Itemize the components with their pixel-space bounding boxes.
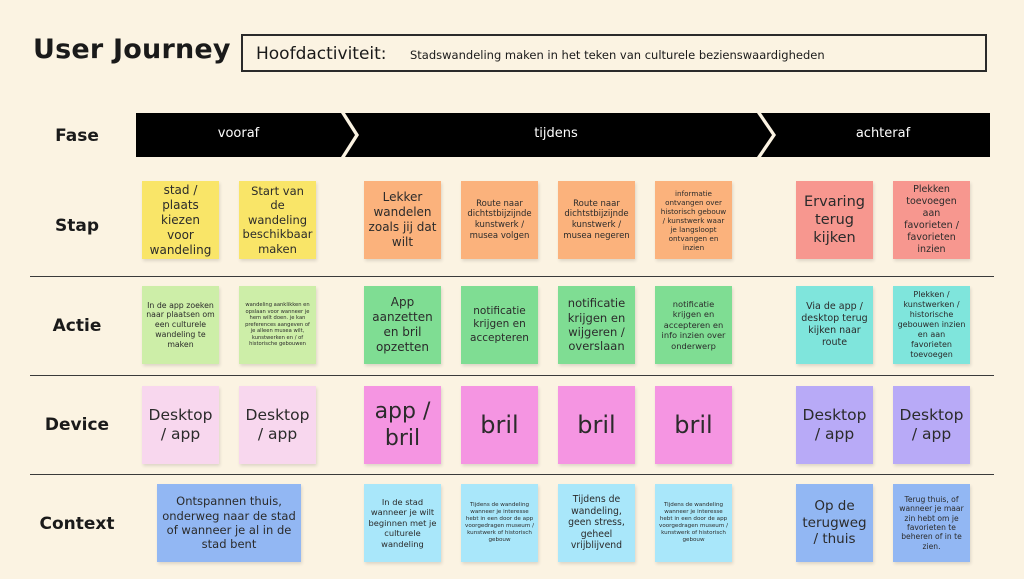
phase-label-vooraf: vooraf bbox=[217, 126, 260, 141]
sticky-note-device: bril bbox=[461, 386, 538, 464]
sticky-note-stap: stad / plaats kiezen voor wandeling bbox=[142, 181, 219, 259]
sticky-note-stap: Start van de wandeling beschikbaar maken bbox=[239, 181, 316, 259]
row-divider bbox=[30, 276, 994, 277]
sticky-note-actie: In de app zoeken naar plaatsen om een cu… bbox=[142, 286, 219, 364]
phase-arrow-vooraf bbox=[136, 113, 355, 157]
main-activity-box: Hoofdactiviteit: Stadswandeling maken in… bbox=[241, 34, 987, 72]
sticky-note-actie: notificatie krijgen en wijgeren / oversl… bbox=[558, 286, 635, 364]
row-label-context: Context bbox=[39, 514, 115, 534]
row-label-stap: Stap bbox=[54, 216, 99, 236]
sticky-note-actie: wandeling aanklikken en opslaan voor wan… bbox=[239, 286, 316, 364]
sticky-note-device: bril bbox=[655, 386, 732, 464]
sticky-note-stap: Ervaring terug kijken bbox=[796, 181, 873, 259]
sticky-note-context: Op de terugweg / thuis bbox=[796, 484, 873, 562]
sticky-note-actie: App aanzetten en bril opzetten bbox=[364, 286, 441, 364]
phase-label-tijdens: tijdens bbox=[534, 126, 578, 141]
sticky-note-stap: Plekken toevoegen aan favorieten / favor… bbox=[893, 181, 970, 259]
page-title: User Journey bbox=[33, 34, 231, 65]
phase-arrow-tijdens bbox=[345, 113, 772, 157]
sticky-note-device: bril bbox=[558, 386, 635, 464]
sticky-note-context: Tijdens de wandeling wanneer je interess… bbox=[655, 484, 732, 562]
row-divider bbox=[30, 474, 994, 475]
sticky-note-device: Desktop / app bbox=[796, 386, 873, 464]
sticky-note-context: In de stad wanneer je wilt beginnen met … bbox=[364, 484, 441, 562]
sticky-note-actie: Via de app / desktop terug kijken naar r… bbox=[796, 286, 873, 364]
sticky-note-device: app / bril bbox=[364, 386, 441, 464]
sticky-note-device: Desktop / app bbox=[142, 386, 219, 464]
sticky-note-actie: notificatie krijgen en accepteren bbox=[461, 286, 538, 364]
sticky-note-device: Desktop / app bbox=[893, 386, 970, 464]
row-label-device: Device bbox=[44, 415, 110, 435]
sticky-note-stap: Route naar dichtstbijzijnde kunstwerk / … bbox=[558, 181, 635, 259]
sticky-note-context: Ontspannen thuis, onderweg naar de stad … bbox=[157, 484, 301, 562]
row-label-fase: Fase bbox=[55, 126, 99, 146]
phase-arrow-achteraf bbox=[761, 113, 990, 157]
sticky-note-stap: informatie ontvangen over historisch geb… bbox=[655, 181, 732, 259]
sticky-note-actie: notificatie krijgen en accepteren en inf… bbox=[655, 286, 732, 364]
sticky-note-stap: Route naar dichtstbijzijnde kunstwerk / … bbox=[461, 181, 538, 259]
row-divider bbox=[30, 375, 994, 376]
main-activity-label: Hoofdactiviteit: bbox=[256, 44, 387, 64]
sticky-note-context: Tijdens de wandeling, geen stress, gehee… bbox=[558, 484, 635, 562]
phase-label-achteraf: achteraf bbox=[855, 126, 911, 141]
sticky-note-stap: Lekker wandelen zoals jij dat wilt bbox=[364, 181, 441, 259]
sticky-note-actie: Plekken / kunstwerken / historische gebo… bbox=[893, 286, 970, 364]
sticky-note-context: Terug thuis, of wanneer je maar zin hebt… bbox=[893, 484, 970, 562]
main-activity-value: Stadswandeling maken in het teken van cu… bbox=[410, 48, 825, 62]
sticky-note-device: Desktop / app bbox=[239, 386, 316, 464]
row-label-actie: Actie bbox=[52, 316, 102, 336]
sticky-note-context: Tijdens de wandeling wanneer je interess… bbox=[461, 484, 538, 562]
